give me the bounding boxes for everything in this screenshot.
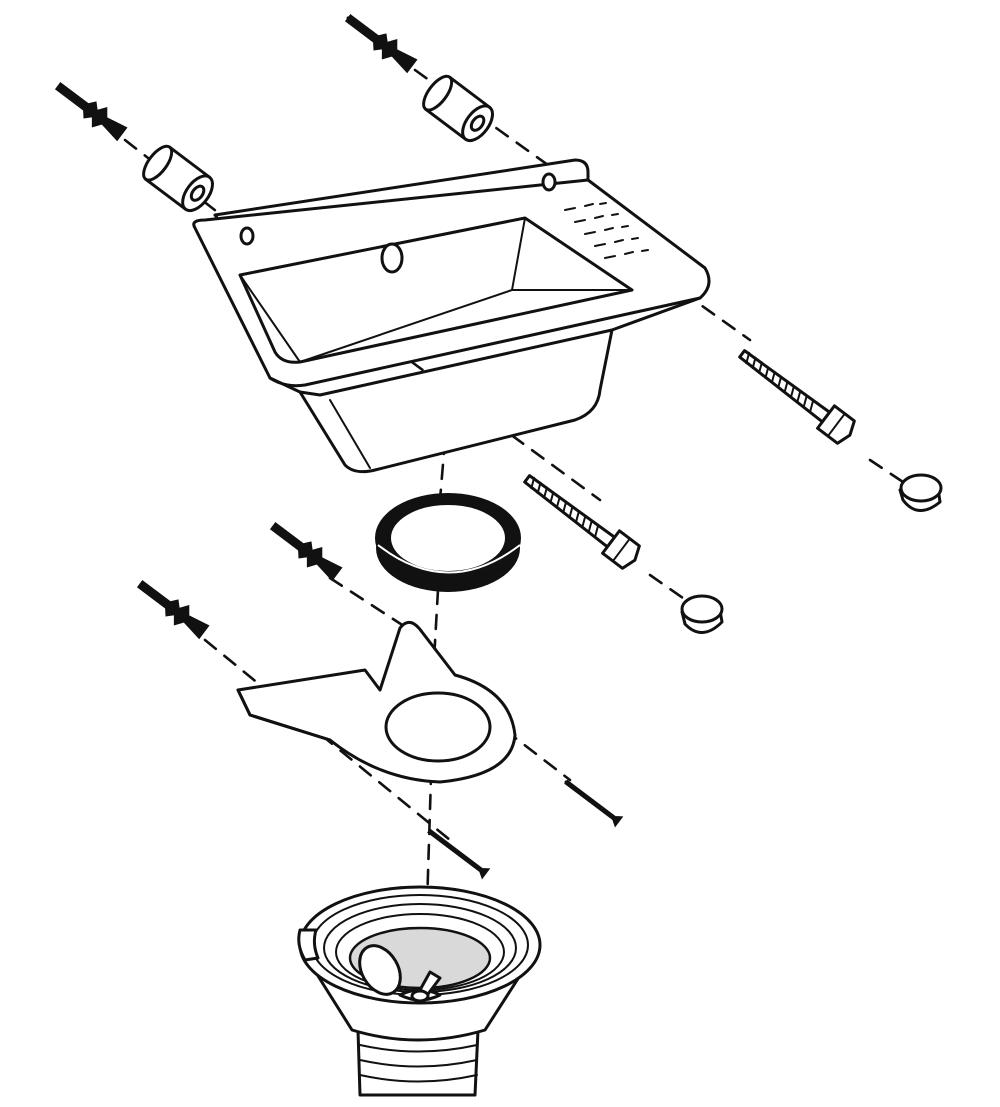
screw-cap-upper (898, 473, 943, 512)
mounting-hole-right (541, 172, 557, 192)
wall-plug-top-right (344, 14, 418, 74)
washboard-ribs (564, 202, 649, 259)
wall-plug-lower (136, 580, 210, 640)
wall-plug-top-left (54, 82, 128, 142)
overflow-hole (380, 242, 404, 274)
bracket-drain-hole (384, 691, 492, 763)
mounting-hole-left (239, 226, 255, 246)
sealing-ring (375, 493, 521, 592)
spacer-sleeve-left (142, 144, 214, 213)
wood-screw-left (427, 828, 491, 880)
fixing-screw-upper (738, 349, 856, 445)
wall-plug-middle (269, 522, 343, 582)
wood-screw-right (564, 779, 624, 828)
support-bracket (236, 620, 517, 784)
utility-sink (192, 158, 711, 474)
screw-cap-lower (680, 594, 724, 634)
fixing-screw-lower (523, 474, 641, 570)
drain-strainer (297, 885, 542, 1097)
spacer-sleeve-right (422, 74, 494, 143)
